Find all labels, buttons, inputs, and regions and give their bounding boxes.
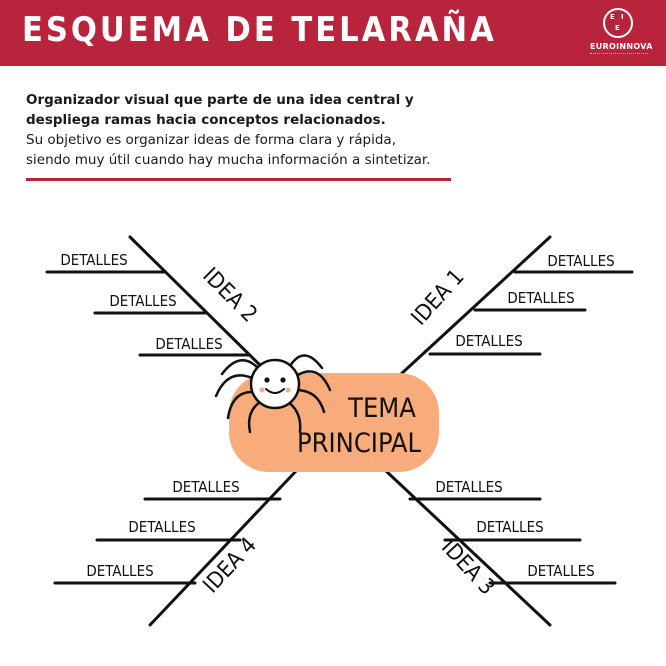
detail-label: DETALLES: [155, 335, 222, 353]
detail-label: DETALLES: [435, 478, 502, 496]
intro-line: Organizador visual que parte de una idea…: [26, 92, 414, 108]
idea-2-label: IDEA 2: [197, 263, 261, 327]
divider-rule: [26, 178, 451, 181]
central-topic-line1: TEMA: [347, 393, 416, 424]
intro-line: despliega ramas hacia conceptos relacion…: [26, 112, 386, 128]
branch-idea-2: [128, 235, 272, 377]
intro-line: Su objetivo es organizar ideas de forma …: [26, 132, 396, 148]
logo-letter: I: [621, 13, 624, 21]
detail-label: DETALLES: [128, 518, 195, 536]
logo-name: EUROINNOVA: [590, 42, 653, 51]
detail-label: DETALLES: [527, 562, 594, 580]
detail-label: DETALLES: [547, 252, 614, 270]
detail-label: DETALLES: [86, 562, 153, 580]
branch-idea-3: [383, 468, 552, 627]
branch-idea-4: [148, 468, 299, 627]
page-title: ESQUEMA DE TELARAÑA: [22, 10, 497, 50]
logo-tagline: [590, 53, 648, 56]
logo-letter: E: [610, 13, 615, 21]
detail-label: DETALLES: [476, 518, 543, 536]
logo-letter: E: [615, 24, 620, 32]
intro-line: siendo muy útil cuando hay mucha informa…: [26, 152, 431, 168]
branch-idea-1: [398, 235, 552, 377]
detail-label: DETALLES: [109, 292, 176, 310]
spider-icon: [214, 354, 332, 434]
logo-emblem-icon: E I E: [603, 8, 633, 38]
detail-label: DETALLES: [60, 251, 127, 269]
euroinnova-logo: E I E EUROINNOVA: [590, 8, 653, 64]
detail-label: DETALLES: [172, 478, 239, 496]
detail-label: DETALLES: [507, 289, 574, 307]
intro-text: Organizador visual que parte de una idea…: [26, 90, 466, 170]
header-bar: ESQUEMA DE TELARAÑA E I E EUROINNOVA: [0, 0, 666, 66]
detail-label: DETALLES: [455, 332, 522, 350]
central-topic-line2: PRINCIPAL: [297, 428, 422, 459]
